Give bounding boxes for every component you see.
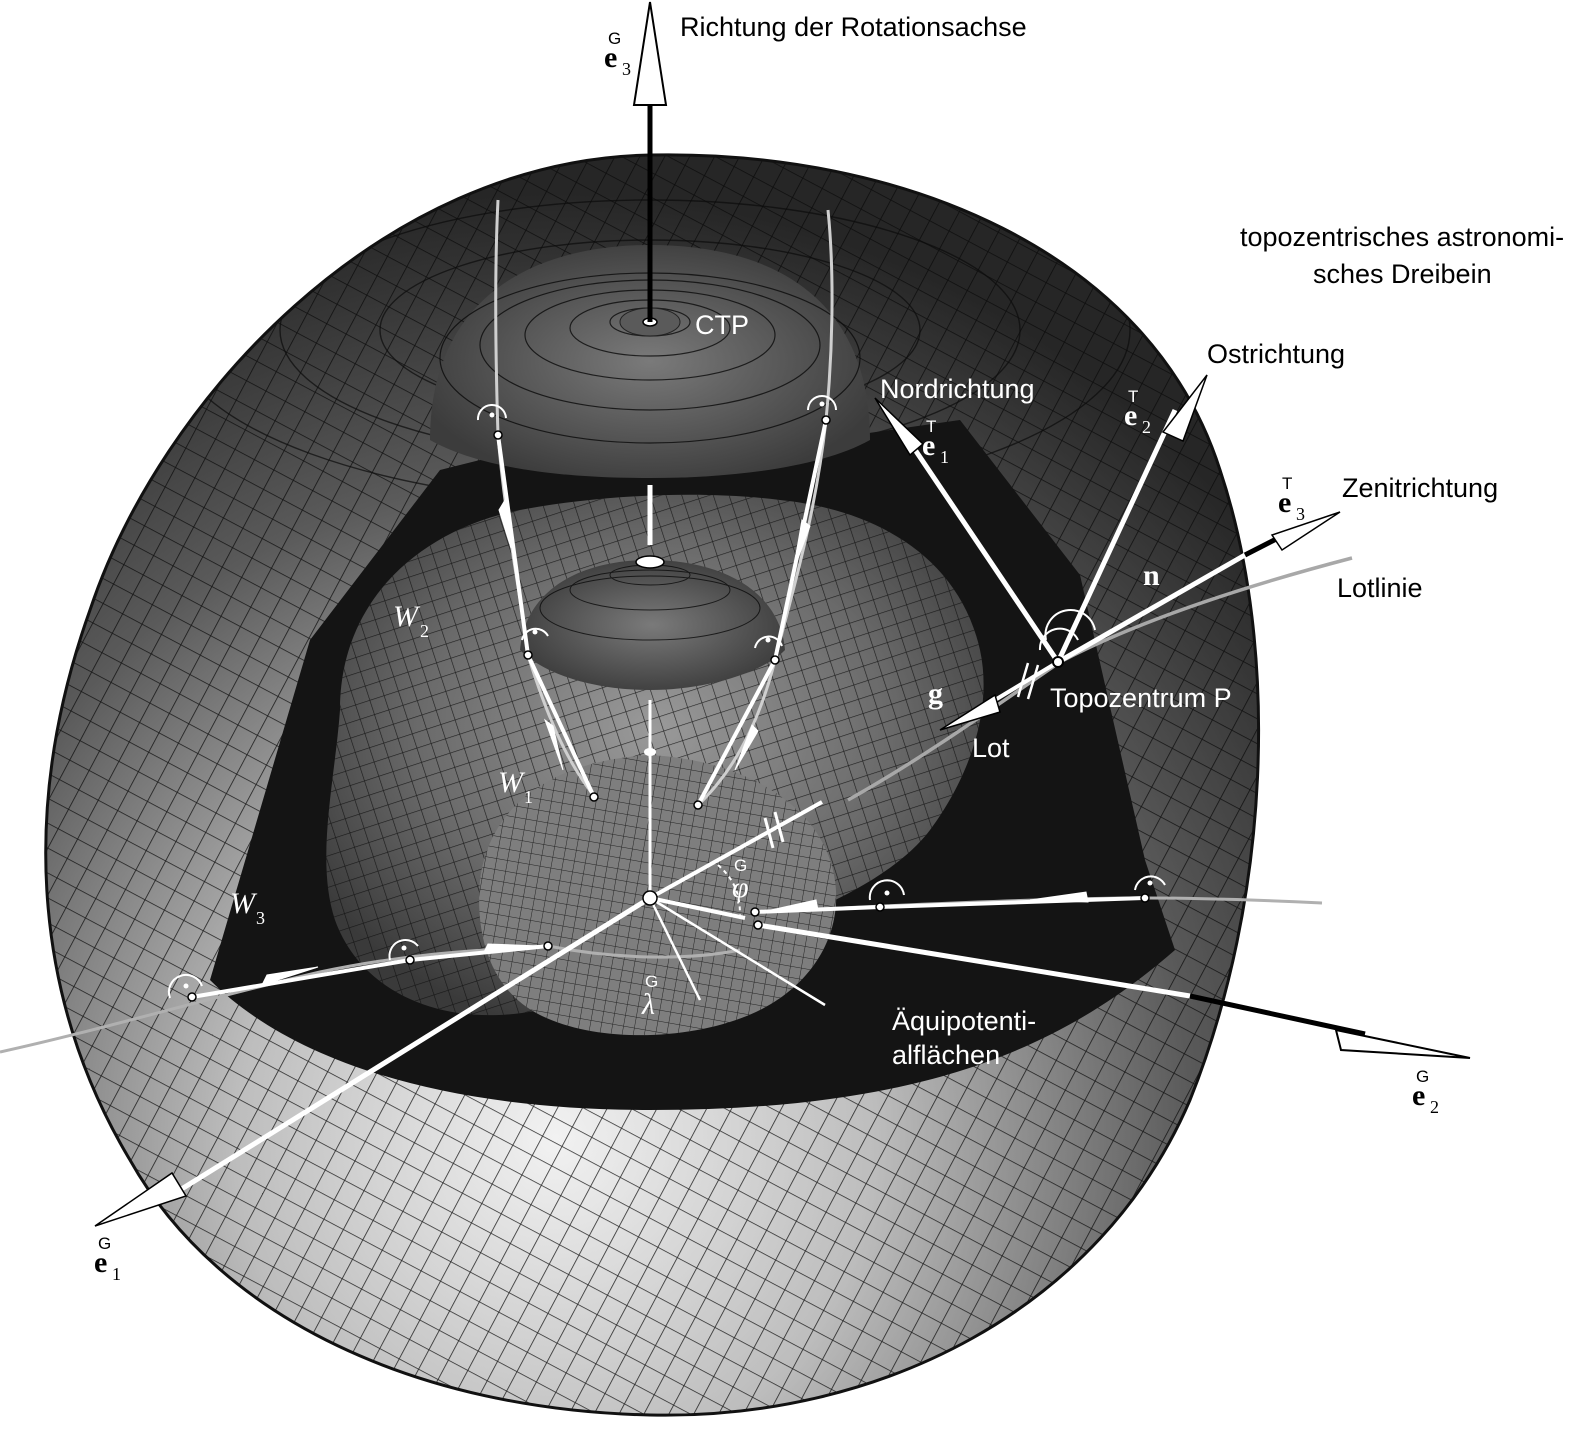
label-plumb-line: Lotlinie: [1337, 573, 1423, 603]
axis-label-t-e3: T e 3: [1278, 474, 1305, 524]
label-triad-line2: sches Dreibein: [1313, 259, 1492, 289]
svg-text:G: G: [608, 29, 621, 48]
axis-label-t-e1: T e 1: [922, 417, 949, 467]
surface-label-w1: W 1: [498, 766, 533, 807]
axis-label-g-e2: G e 2: [1412, 1067, 1439, 1117]
g-e1-axis: [94, 895, 652, 1227]
axis-label-g-e1: G e 1: [94, 1234, 121, 1284]
label-east-direction: Ostrichtung: [1207, 339, 1345, 369]
surface-label-w2: W 2: [393, 600, 429, 641]
angle-label-lambda: G λ: [641, 972, 658, 1021]
svg-text:W: W: [230, 887, 258, 920]
radius-lines: [648, 800, 826, 1007]
label-zenith-direction: Zenitrichtung: [1342, 473, 1498, 503]
svg-text:λ: λ: [641, 988, 655, 1021]
angle-label-phi: G φ: [732, 856, 749, 904]
axis-label-t-e2: T e 2: [1124, 387, 1151, 437]
vector-n: n: [1143, 559, 1160, 592]
svg-text:3: 3: [1296, 504, 1305, 524]
svg-text:e: e: [922, 429, 935, 462]
meridian-tangent-arrows: [496, 419, 828, 806]
svg-text:e: e: [94, 1246, 107, 1279]
svg-text:G: G: [98, 1234, 111, 1253]
svg-text:W: W: [393, 600, 421, 633]
svg-text:e: e: [1124, 399, 1137, 432]
surface-points: [187, 415, 1150, 1002]
axis-label-g-e3: G e 3: [604, 29, 631, 79]
svg-text:G: G: [645, 972, 658, 991]
right-angle-dots: [183, 401, 1153, 989]
svg-text:2: 2: [1430, 1097, 1439, 1117]
label-ctp: CTP: [695, 310, 749, 340]
parallel-tangent-arrows: [191, 891, 1146, 999]
g-e3-arrow: [632, 1, 668, 106]
svg-text:T: T: [926, 417, 936, 436]
svg-text:3: 3: [622, 59, 631, 79]
label-north-direction: Nordrichtung: [880, 374, 1035, 404]
svg-text:e: e: [1412, 1079, 1425, 1112]
svg-text:1: 1: [940, 447, 949, 467]
svg-text:1: 1: [524, 787, 533, 807]
vector-g: g: [928, 677, 943, 710]
svg-text:e: e: [604, 41, 617, 74]
svg-text:G: G: [734, 856, 747, 875]
svg-text:T: T: [1282, 474, 1292, 493]
label-equipotential-line2: alflächen: [892, 1040, 1000, 1070]
g-e2-axis: [757, 922, 1471, 1059]
svg-text:2: 2: [1142, 417, 1151, 437]
label-plumb: Lot: [972, 733, 1010, 763]
svg-text:φ: φ: [732, 871, 749, 904]
right-angle-marks: [167, 395, 1166, 999]
svg-text:W: W: [498, 766, 526, 799]
svg-text:T: T: [1128, 387, 1138, 406]
label-topocenter: Topozentrum P: [1050, 683, 1232, 713]
label-equipotential-line1: Äquipotenti-: [892, 1006, 1036, 1036]
svg-text:G: G: [1416, 1067, 1429, 1086]
rotation-axis: [644, 100, 656, 900]
svg-text:e: e: [1278, 486, 1291, 519]
svg-text:1: 1: [112, 1264, 121, 1284]
svg-text:3: 3: [256, 908, 265, 928]
label-rotation-axis: Richtung der Rotationsachse: [680, 12, 1027, 42]
surface-label-w3: W 3: [230, 887, 265, 928]
svg-text:2: 2: [420, 621, 429, 641]
topocentric-triad: [874, 374, 1341, 731]
polar-cap-middle: [520, 555, 785, 690]
label-triad-line1: topozentrisches astronomi-: [1240, 222, 1564, 252]
